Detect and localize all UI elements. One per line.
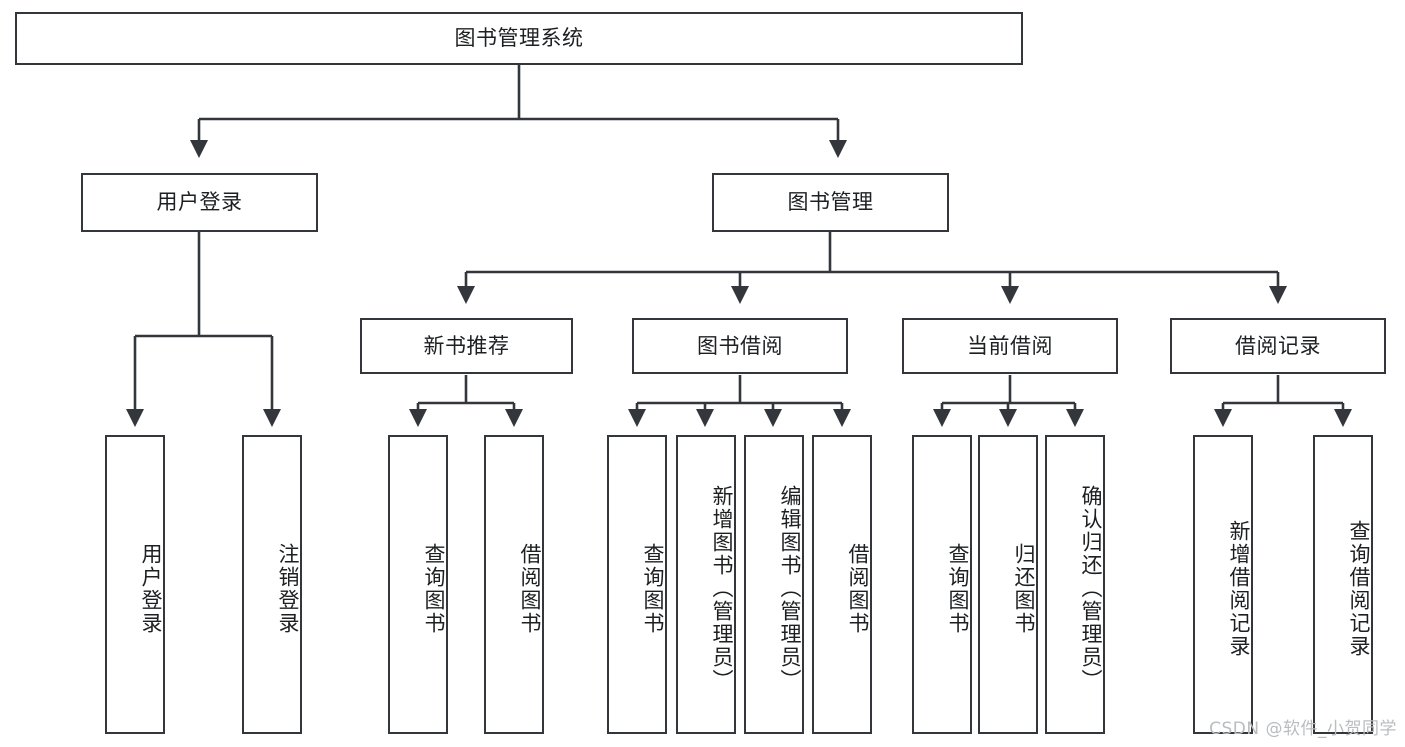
node-label: 新增图书（管理员） [710, 485, 734, 692]
node-label: 借阅图书 [518, 542, 542, 635]
node-label: 编辑图书（管理员） [778, 485, 802, 692]
leaf-logout-login[interactable]: 注销登录 [242, 435, 302, 734]
csdn-watermark: CSDN @软件_小贺同学 [1209, 719, 1397, 739]
node-label: 新增借阅记录 [1227, 519, 1251, 658]
node-label: 新书推荐 [423, 333, 510, 358]
node-book-manage[interactable]: 图书管理 [712, 173, 949, 232]
leaf-query-book-recommend[interactable]: 查询图书 [388, 435, 448, 734]
leaf-return-book[interactable]: 归还图书 [978, 435, 1038, 734]
node-label: 确认归还（管理员） [1079, 485, 1103, 692]
leaf-confirm-return[interactable]: 确认归还（管理员） [1045, 435, 1105, 734]
node-label: 查询借阅记录 [1347, 519, 1371, 658]
node-label: 当前借阅 [967, 333, 1053, 358]
node-label: 图书管理系统 [454, 26, 584, 51]
leaf-borrow-book[interactable]: 借阅图书 [812, 435, 872, 734]
node-label: 查询图书 [946, 542, 970, 635]
node-book-borrow[interactable]: 图书借阅 [632, 318, 848, 374]
node-label: 用户登录 [156, 190, 243, 215]
leaf-query-book-borrow[interactable]: 查询图书 [607, 435, 667, 734]
node-label: 归还图书 [1012, 542, 1036, 635]
node-label: 图书借阅 [697, 333, 783, 358]
node-user-login[interactable]: 用户登录 [81, 173, 318, 232]
leaf-add-book[interactable]: 新增图书（管理员） [676, 435, 736, 734]
node-label: 借阅记录 [1235, 333, 1321, 358]
node-root-system[interactable]: 图书管理系统 [15, 12, 1023, 65]
leaf-add-borrow-record[interactable]: 新增借阅记录 [1193, 435, 1253, 734]
node-label: 查询图书 [422, 542, 446, 635]
node-label: 借阅图书 [846, 542, 870, 635]
node-label: 查询图书 [641, 542, 665, 635]
leaf-edit-book[interactable]: 编辑图书（管理员） [744, 435, 804, 734]
node-label: 图书管理 [787, 190, 874, 215]
node-label: 用户登录 [139, 542, 163, 635]
leaf-query-borrow-record[interactable]: 查询借阅记录 [1313, 435, 1373, 734]
node-new-book-recommend[interactable]: 新书推荐 [360, 318, 573, 374]
node-borrow-record[interactable]: 借阅记录 [1170, 318, 1386, 374]
leaf-user-login[interactable]: 用户登录 [105, 435, 165, 734]
leaf-query-book-current[interactable]: 查询图书 [912, 435, 972, 734]
node-label: 注销登录 [276, 542, 300, 635]
leaf-borrow-book-recommend[interactable]: 借阅图书 [484, 435, 544, 734]
node-current-borrow[interactable]: 当前借阅 [902, 318, 1118, 374]
